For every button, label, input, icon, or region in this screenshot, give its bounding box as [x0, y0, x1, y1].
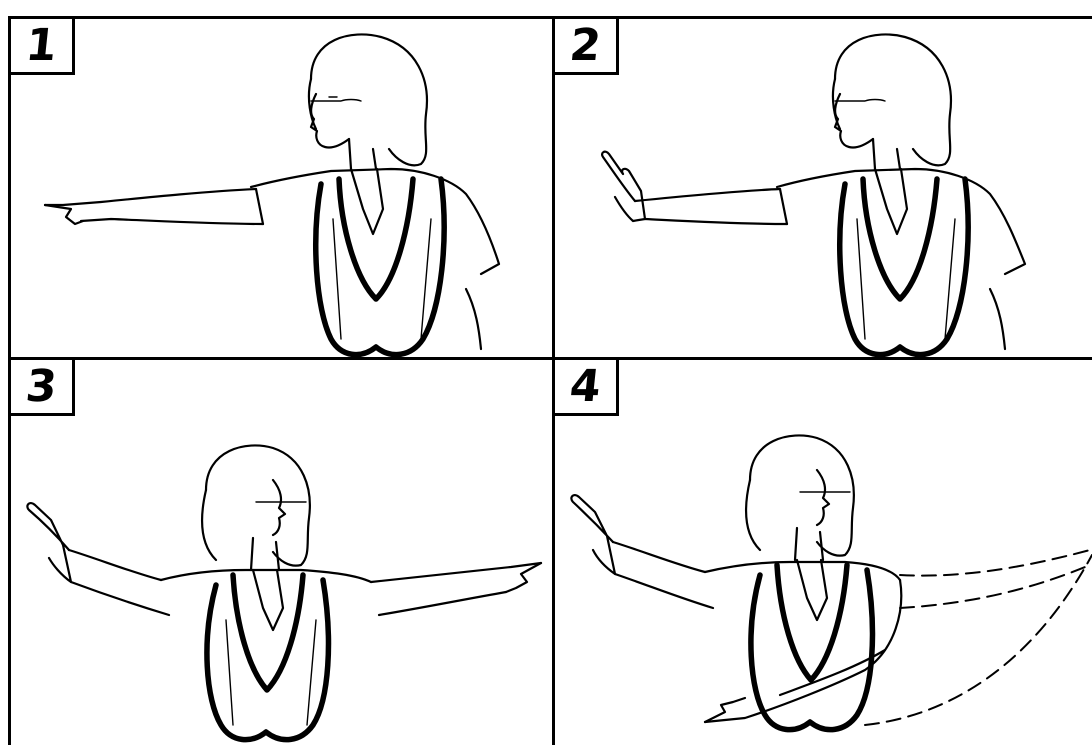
figure-point-left-illustration — [11, 19, 552, 357]
figure-stop-left-point-right-illustration — [11, 360, 552, 745]
panel-2: 2 — [555, 19, 1092, 357]
figure-stop-left-wave-across-illustration — [555, 360, 1092, 745]
panel-1: 1 — [11, 19, 552, 357]
panel-3: 3 — [11, 360, 552, 745]
figure-stop-left-illustration — [555, 19, 1092, 357]
panel-4: 4 — [555, 360, 1092, 745]
